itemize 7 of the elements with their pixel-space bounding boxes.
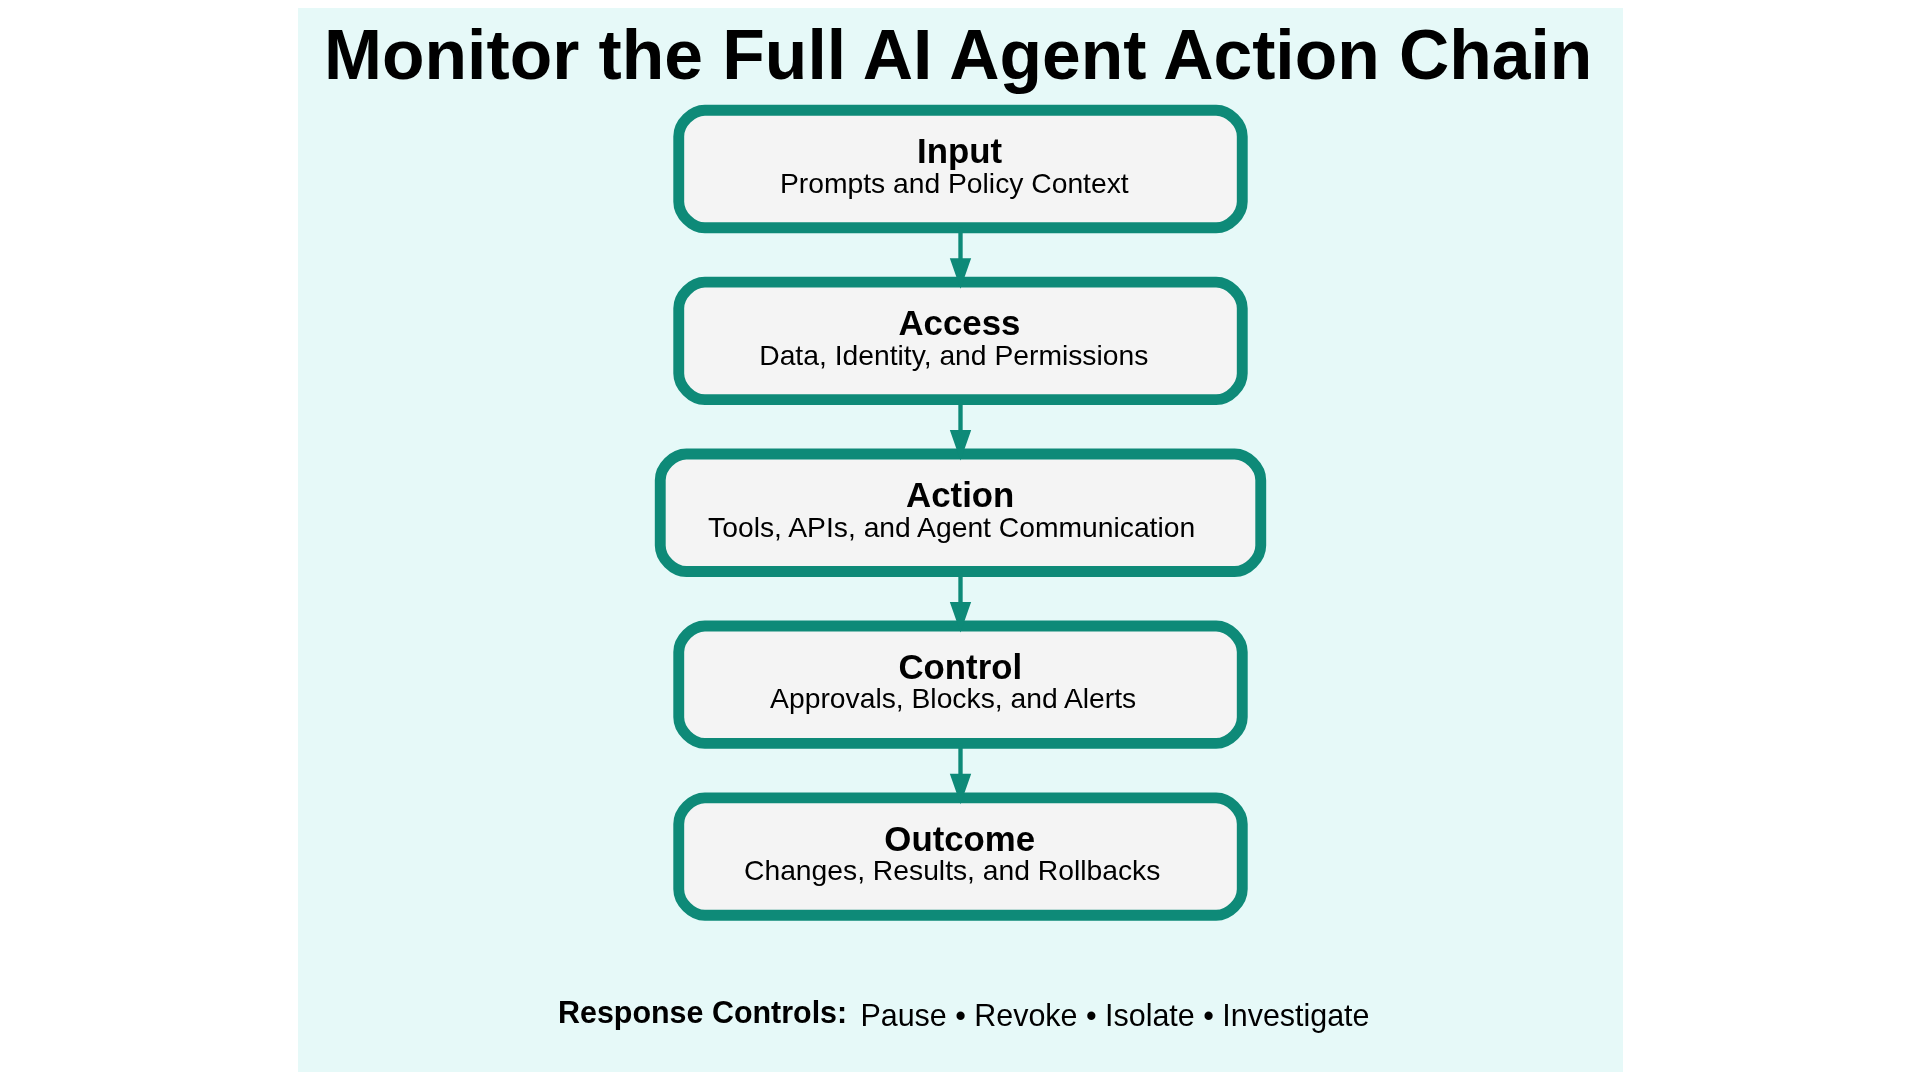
label: Response Controls: Pause • Revoke • Isolate • Investigate bbox=[557, 995, 1370, 1032]
node-box: Outcome Changes, Results, and Rollbacks bbox=[672, 792, 1248, 921]
node-box: Action Tools, APIs, and Agent Communication bbox=[654, 448, 1266, 577]
node-box: Control Approvals, Blocks, and Alerts bbox=[672, 620, 1248, 749]
node-box: Input Prompts and Policy Context bbox=[672, 104, 1248, 234]
diagram-title: Monitor the Full AI Agent Action Chain bbox=[323, 15, 1592, 94]
node-box: Access Data, Identity, and Permissions bbox=[672, 276, 1248, 406]
